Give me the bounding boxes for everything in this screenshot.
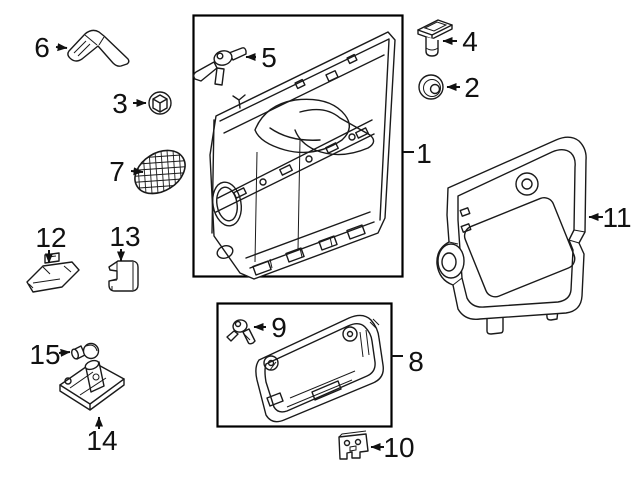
- callout-8-label: 8: [408, 346, 424, 377]
- part-11-water-deflector-drawing: [436, 136, 587, 335]
- callout-6-arrow: [55, 43, 68, 52]
- part-6-corner-trim-drawing: [67, 29, 130, 67]
- part-2-grommet-drawing: [418, 74, 444, 100]
- part-15-bulb-drawing: [71, 342, 100, 360]
- part-3-nut-drawing: [148, 91, 172, 115]
- callout-10: 10: [370, 432, 415, 463]
- part-1-door-trim-panel-drawing: [209, 31, 396, 280]
- callout-7: 7: [109, 156, 144, 187]
- callout-7-label: 7: [109, 156, 125, 187]
- callout-4-label: 4: [462, 26, 478, 57]
- part-4-push-rivet-drawing: [417, 19, 453, 57]
- callout-6: 6: [34, 32, 68, 63]
- callout-12: 12: [35, 222, 67, 264]
- callout-9-label: 9: [271, 312, 287, 343]
- callout-14-label: 14: [86, 425, 117, 456]
- callout-6-label: 6: [34, 32, 50, 63]
- callout-1-label: 1: [416, 138, 432, 169]
- part-8-pocket-panel-drawing: [255, 314, 384, 423]
- callout-8: 8: [391, 346, 424, 377]
- part-12-bracket-drawing: [26, 252, 80, 293]
- callout-4: 4: [442, 26, 478, 57]
- callout-15: 15: [29, 339, 71, 370]
- callout-11: 11: [588, 202, 632, 233]
- callout-15-arrow: [58, 348, 71, 357]
- part-5-clip-drawing: [193, 47, 247, 86]
- callout-5-label: 5: [261, 42, 277, 73]
- callout-10-label: 10: [383, 432, 414, 463]
- callout-13: 13: [109, 221, 141, 262]
- callout-12-label: 12: [35, 222, 66, 253]
- part-9-clip-drawing: [226, 319, 256, 345]
- callout-2: 2: [446, 72, 480, 103]
- callout-9: 9: [253, 312, 287, 343]
- callout-13-label: 13: [109, 221, 140, 252]
- callout-3: 3: [112, 88, 147, 119]
- callout-3-label: 3: [112, 88, 128, 119]
- part-14-lamp-housing-drawing: [59, 359, 125, 411]
- callout-5: 5: [245, 42, 277, 73]
- callout-1: 1: [403, 138, 432, 169]
- callout-15-label: 15: [29, 339, 60, 370]
- callout-2-label: 2: [464, 72, 480, 103]
- part-13-hook-clip-drawing: [108, 260, 139, 292]
- part-10-bracket-drawing: [338, 430, 369, 460]
- callout-7-arrow: [130, 167, 144, 176]
- callout-14: 14: [86, 416, 118, 456]
- part-7-mesh-pad-drawing: [134, 149, 186, 195]
- callout-11-label: 11: [602, 202, 631, 233]
